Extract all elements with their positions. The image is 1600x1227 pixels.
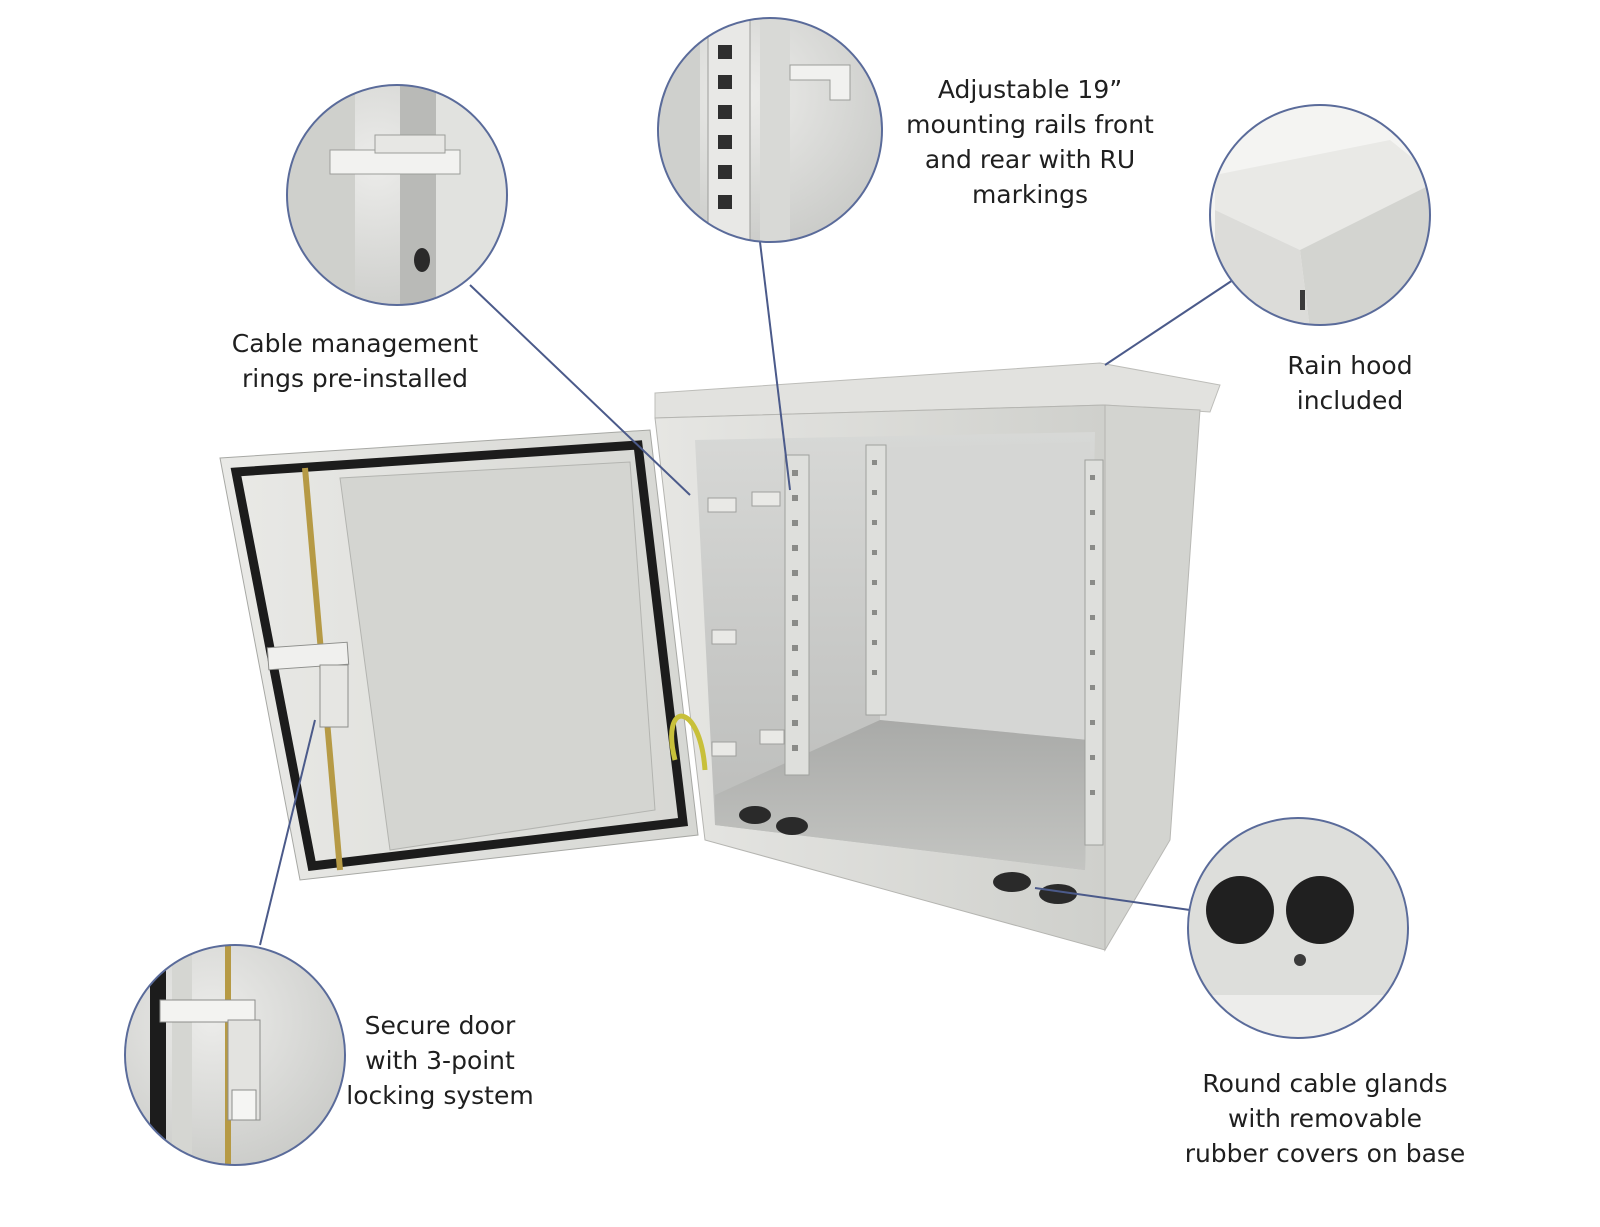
leader-line-cable-rings (469, 284, 691, 496)
zoom-circle-rain-hood (1209, 104, 1431, 326)
leader-lines (259, 241, 1246, 946)
leader-line-rain-hood (1104, 271, 1246, 366)
leader-line-cable-glands (1034, 887, 1191, 911)
zoom-circle-rails (657, 17, 883, 243)
zoom-circle-door-lock (124, 944, 346, 1166)
leader-line-door-lock (259, 719, 316, 946)
label-rain-hood: Rain hood included (1287, 351, 1413, 415)
enclosure-door (219, 429, 708, 881)
label-cable-glands: Round cable glands with removable rubber… (1184, 1069, 1466, 1168)
leader-line-rails (759, 241, 791, 491)
label-rails: Adjustable 19” mounting rails front and … (906, 75, 1154, 209)
enclosure-cabinet (654, 362, 1221, 952)
label-cable-rings: Cable management rings pre-installed (231, 329, 479, 393)
zoom-circle-cable-rings (286, 84, 508, 306)
zoom-circle-cable-glands (1187, 817, 1409, 1039)
label-door-lock: Secure door with 3-point locking system (346, 1011, 534, 1110)
